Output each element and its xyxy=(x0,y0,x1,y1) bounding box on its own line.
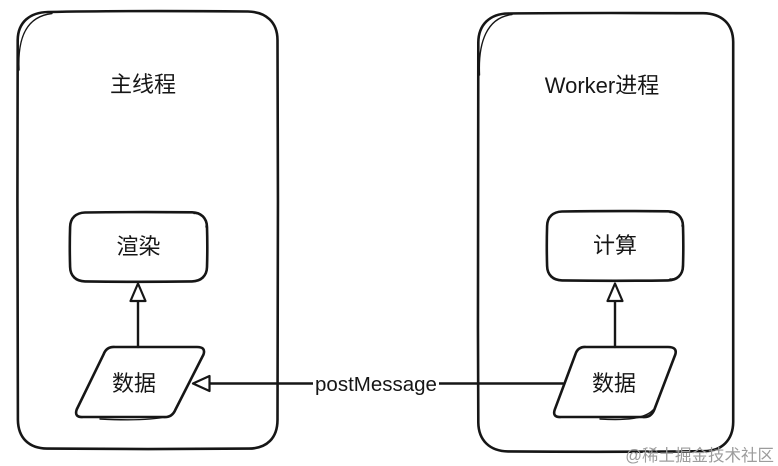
main-thread-data-sketch xyxy=(99,415,169,421)
data-to-render-arrow-head xyxy=(129,282,147,303)
post-message-arrow-head xyxy=(191,374,211,393)
worker-data-parallelogram xyxy=(552,345,677,419)
main-thread-container: 主线程 渲染 数据 xyxy=(16,9,280,451)
compute-box-sketch xyxy=(669,211,684,280)
data-to-render-arrow xyxy=(129,282,147,349)
post-message-label-mask xyxy=(313,371,439,396)
compute-label: 计算 xyxy=(593,233,637,258)
render-box xyxy=(68,210,209,284)
post-message-arrow: postMessage xyxy=(191,371,565,396)
main-thread-outline xyxy=(16,9,280,451)
main-thread-data-label: 数据 xyxy=(112,371,156,396)
data-to-compute-arrow xyxy=(606,282,624,349)
compute-box xyxy=(545,209,685,283)
worker-process-container: Worker进程 计算 数据 xyxy=(476,11,735,454)
main-thread-title: 主线程 xyxy=(110,72,176,97)
worker-data-label: 数据 xyxy=(592,371,636,396)
worker-process-title: Worker进程 xyxy=(545,73,660,98)
watermark: @稀土掘金技术社区 xyxy=(625,446,774,465)
render-label: 渲染 xyxy=(116,234,160,259)
render-box-sketch xyxy=(193,212,207,228)
main-thread-outline-sketch xyxy=(18,12,53,71)
worker-process-outline-sketch xyxy=(478,13,513,76)
data-to-compute-arrow-head xyxy=(606,282,624,303)
post-message-label: postMessage xyxy=(315,373,437,396)
worker-data-sketch xyxy=(599,409,654,421)
worker-process-outline xyxy=(476,11,735,454)
